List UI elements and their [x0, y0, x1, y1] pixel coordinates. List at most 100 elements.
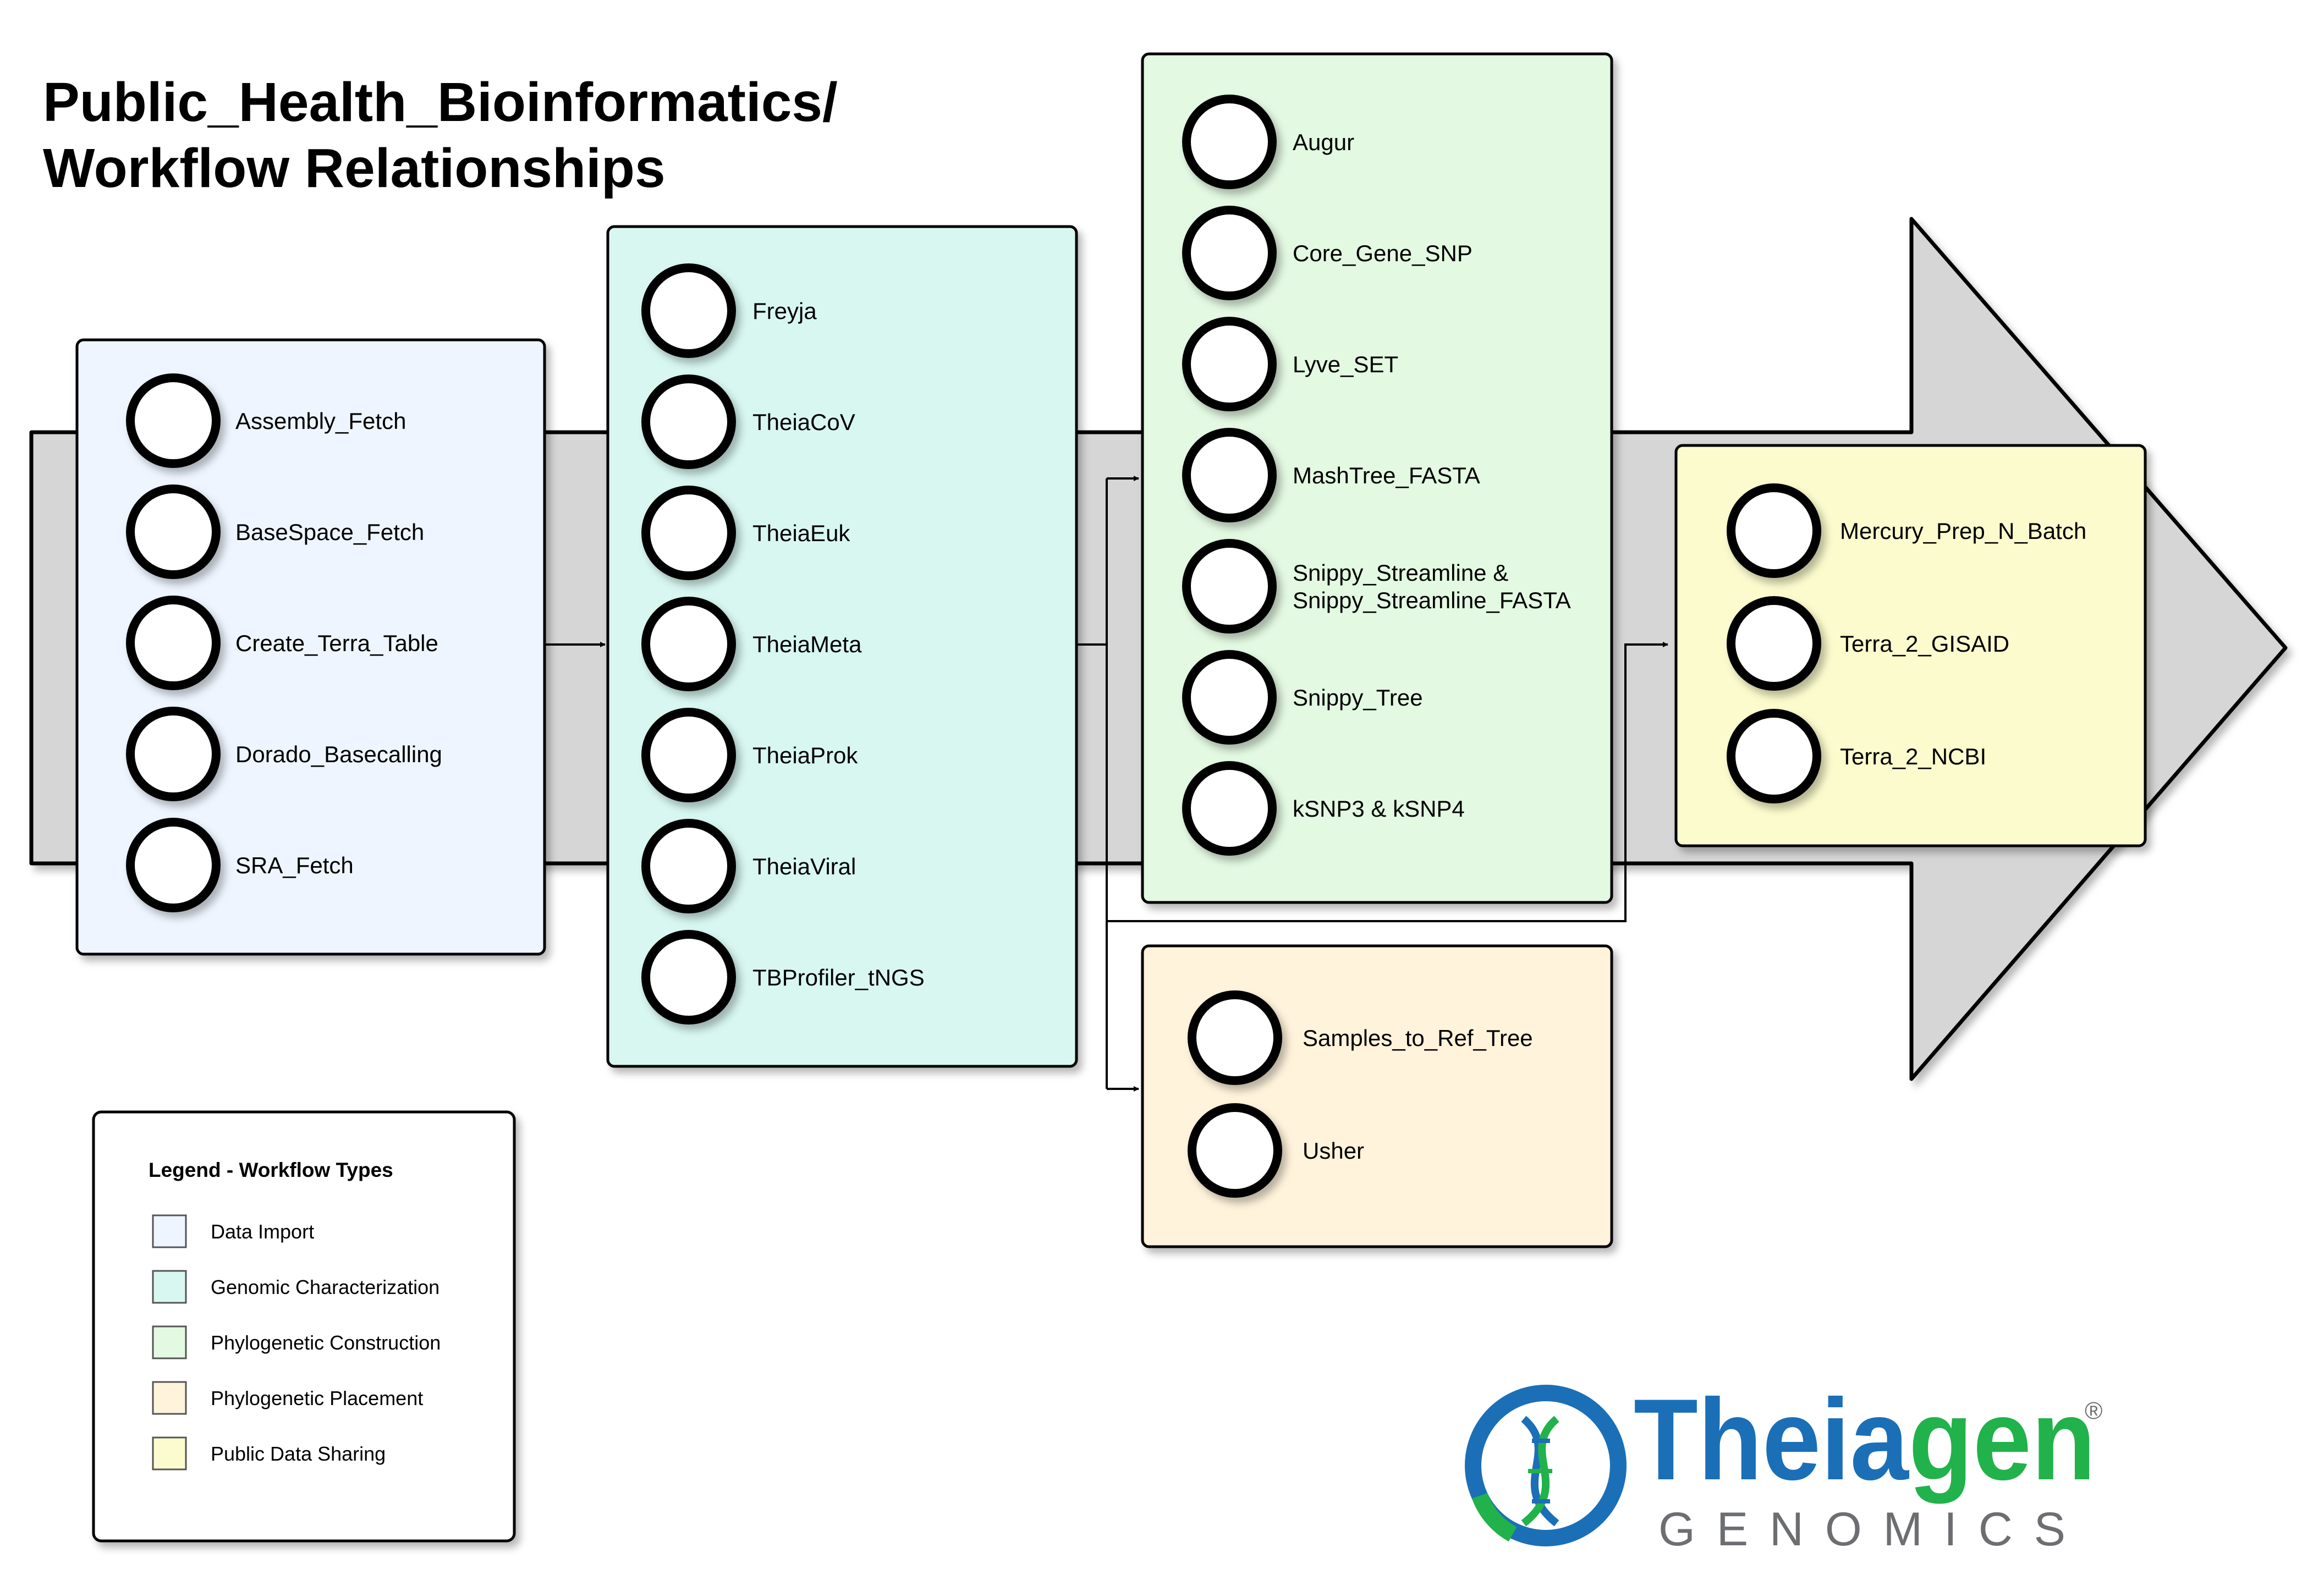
workflow-node: BaseSpace_Fetch: [126, 484, 424, 579]
registered-mark-icon: ®: [2085, 1397, 2102, 1424]
workflow-node: Samples_to_Ref_Tree: [1188, 990, 1533, 1085]
workflow-label: TheiaMeta: [752, 631, 862, 657]
workflow-node: TheiaProk: [641, 708, 858, 802]
workflow-label: Freyja: [752, 298, 817, 324]
workflow-node-circle: [1727, 483, 1821, 578]
workflow-label: SRA_Fetch: [235, 852, 354, 878]
workflow-node: TheiaCoV: [641, 375, 855, 469]
logo-ring-green-arc: [1471, 1493, 1517, 1542]
legend-label: Data Import: [211, 1220, 314, 1243]
legend-swatch: [152, 1325, 187, 1359]
workflow-label: TheiaCoV: [752, 409, 855, 435]
workflow-node-circle: [641, 708, 736, 802]
group-data-import: Assembly_FetchBaseSpace_FetchCreate_Terr…: [75, 338, 546, 956]
workflow-node: Snippy_Tree: [1182, 650, 1423, 745]
workflow-node-circle: [126, 484, 221, 579]
workflow-node: Dorado_Basecalling: [126, 707, 442, 801]
workflow-node-circle: [1182, 206, 1277, 300]
workflow-node-circle: [126, 707, 221, 801]
workflow-node: kSNP3 & kSNP4: [1182, 761, 1465, 856]
logo-name-part-green: gen: [1909, 1375, 2096, 1504]
workflow-label: Assembly_Fetch: [235, 408, 406, 434]
workflow-label: Snippy_Streamline_FASTA: [1293, 587, 1571, 613]
legend: Legend - Workflow Types Data ImportGenom…: [92, 1110, 516, 1543]
theiagen-logo: Theiagen ® GENOMICS: [1465, 1375, 2102, 1556]
workflow-label: Samples_to_Ref_Tree: [1303, 1025, 1533, 1051]
legend-swatch: [152, 1270, 187, 1304]
workflow-node: Augur: [1182, 95, 1354, 189]
workflow-node-circle: [641, 263, 736, 358]
workflow-label: TBProfiler_tNGS: [752, 965, 925, 990]
logo-subtitle: GENOMICS: [1658, 1503, 2087, 1556]
connector-to-sharing: [1107, 642, 1668, 922]
workflow-node-circle: [1182, 650, 1277, 745]
workflow-node-circle: [1182, 761, 1277, 856]
workflow-label: TheiaEuk: [752, 520, 850, 546]
workflow-node-circle: [641, 819, 736, 913]
workflow-label: Lyve_SET: [1293, 351, 1398, 377]
logo-ring: [1465, 1385, 1627, 1546]
workflow-node: Lyve_SET: [1182, 317, 1398, 411]
legend-box: [92, 1110, 516, 1543]
legend-label: Genomic Characterization: [211, 1276, 439, 1298]
workflow-label: Augur: [1293, 129, 1354, 155]
workflow-node-circle: [641, 930, 736, 1025]
workflow-node: Assembly_Fetch: [126, 373, 406, 468]
workflow-node-circle: [1182, 317, 1277, 411]
page-title: Workflow Relationships: [43, 137, 666, 199]
workflow-label: Mercury_Prep_N_Batch: [1840, 518, 2086, 544]
connectors: [545, 476, 1668, 1092]
workflow-label: Snippy_Streamline &: [1293, 560, 1508, 586]
workflow-node: Core_Gene_SNP: [1182, 206, 1473, 300]
workflow-node: Mercury_Prep_N_Batch: [1727, 483, 2086, 578]
workflow-label: Terra_2_NCBI: [1840, 744, 1986, 769]
legend-swatch: [152, 1436, 187, 1471]
workflow-node: Create_Terra_Table: [126, 596, 438, 690]
legend-label: Phylogenetic Placement: [211, 1387, 423, 1409]
workflow-node: TheiaEuk: [641, 486, 850, 580]
logo-name-part-blue: Theia: [1634, 1375, 1910, 1504]
workflow-node-circle: [641, 375, 736, 469]
logo-name: Theiagen: [1634, 1375, 2096, 1504]
workflow-node: TheiaViral: [641, 819, 856, 913]
workflow-node: Terra_2_NCBI: [1727, 709, 1986, 803]
workflow-node: MashTree_FASTA: [1182, 428, 1480, 522]
legend-item: Public Data Sharing: [152, 1436, 386, 1471]
workflow-label: Terra_2_GISAID: [1840, 631, 2009, 657]
workflow-label: TheiaViral: [752, 853, 856, 879]
workflow-node-circle: [1188, 1103, 1282, 1198]
page-title: Public_Health_Bioinformatics/: [43, 71, 838, 133]
legend-item: Genomic Characterization: [152, 1270, 439, 1304]
workflow-label: kSNP3 & kSNP4: [1293, 796, 1465, 822]
workflow-label: BaseSpace_Fetch: [235, 519, 424, 545]
workflow-node: SRA_Fetch: [126, 818, 354, 912]
workflow-label: Usher: [1303, 1138, 1364, 1164]
workflow-node-circle: [1182, 428, 1277, 522]
workflow-label: TheiaProk: [752, 742, 858, 768]
legend-item: Phylogenetic Placement: [152, 1381, 423, 1415]
legend-item: Phylogenetic Construction: [152, 1325, 441, 1359]
workflow-node: TBProfiler_tNGS: [641, 930, 925, 1025]
legend-swatch: [152, 1381, 187, 1415]
workflow-node-circle: [641, 597, 736, 691]
workflow-groups: Assembly_FetchBaseSpace_FetchCreate_Terr…: [75, 52, 2147, 1248]
workflow-label: Core_Gene_SNP: [1293, 240, 1473, 266]
group-box: [1141, 944, 1613, 1248]
legend-swatch: [152, 1214, 187, 1248]
legend-label: Phylogenetic Construction: [211, 1331, 441, 1354]
workflow-label: Dorado_Basecalling: [235, 741, 442, 767]
workflow-label: Snippy_Tree: [1293, 685, 1423, 711]
legend-label: Public Data Sharing: [211, 1442, 386, 1465]
workflow-node: Freyja: [641, 263, 817, 358]
workflow-node-circle: [126, 373, 221, 468]
dna-icon: [1521, 1416, 1559, 1527]
workflow-label: Create_Terra_Table: [235, 630, 438, 656]
workflow-label: MashTree_FASTA: [1293, 462, 1480, 488]
legend-item: Data Import: [152, 1214, 314, 1248]
